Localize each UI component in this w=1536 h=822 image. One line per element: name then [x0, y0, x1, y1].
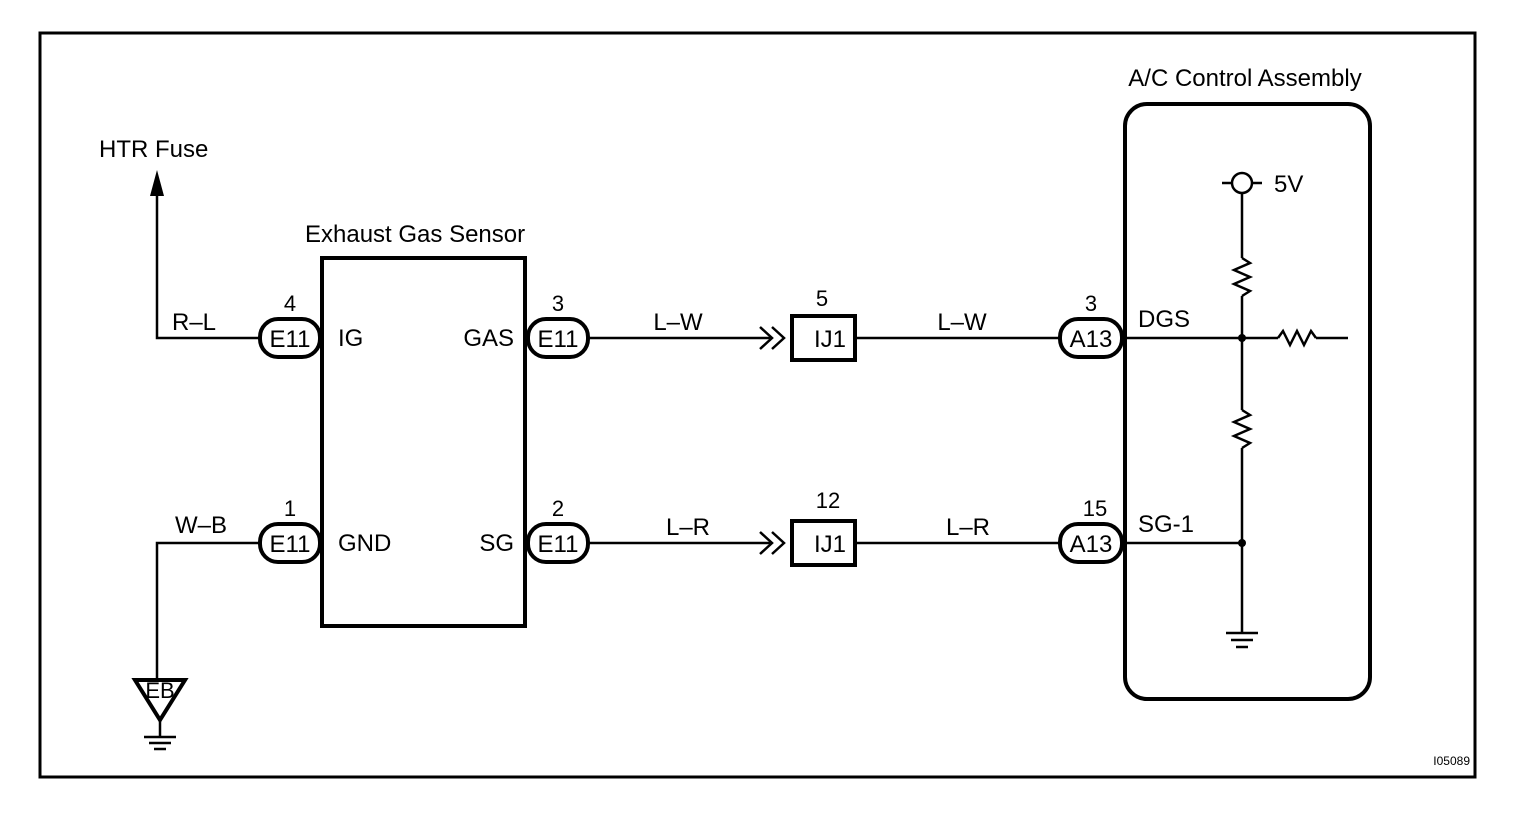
connector-a13-dgs-label: A13: [1070, 326, 1113, 353]
wire-color-lw-left: L–W: [653, 309, 703, 336]
ground-icon-right: [1226, 631, 1258, 649]
htr-fuse-label: HTR Fuse: [99, 136, 208, 163]
pin-number-ij1-bottom: 12: [816, 488, 840, 513]
pullup-resistor: [1230, 256, 1254, 298]
pin-dgs-label: DGS: [1138, 306, 1190, 333]
pin-number-sg1: 15: [1083, 496, 1107, 521]
splice-marker-bottom-a: [759, 531, 774, 555]
diagram-frame: [38, 31, 1477, 779]
connector-e11-sg: [526, 522, 590, 564]
pin-number-dgs: 3: [1085, 291, 1097, 316]
pin-ig-label: IG: [338, 325, 363, 352]
wire-color-lr-left: L–R: [666, 514, 710, 541]
connector-e11-gas: [526, 317, 590, 359]
pin-number-gnd: 1: [284, 496, 296, 521]
pin-number-ij1-top: 5: [816, 286, 828, 311]
ac-control-assembly-title: A/C Control Assembly: [1128, 65, 1361, 92]
figure-code: I05089: [1433, 754, 1470, 768]
pin-sg-label: SG: [479, 530, 514, 557]
htr-fuse-arrow: [150, 170, 164, 196]
pin-sg1-label: SG-1: [1138, 511, 1194, 538]
wire-wb: [155, 541, 262, 680]
junction-ij1-bottom-label: IJ1: [814, 531, 846, 558]
pin-number-gas: 3: [552, 291, 564, 316]
pin-gnd-label: GND: [338, 530, 391, 557]
connector-e11-sg-label: E11: [538, 531, 579, 558]
pin-number-sg: 2: [552, 496, 564, 521]
ground-point-eb: [131, 678, 189, 724]
exhaust-gas-sensor-box: [320, 256, 527, 628]
ground-icon-left: [144, 735, 176, 751]
connector-a13-sg1-label: A13: [1070, 531, 1113, 558]
wire-color-rl: R–L: [172, 309, 216, 336]
ac-control-assembly-box: [1123, 102, 1372, 701]
connector-e11-gnd: [258, 522, 322, 564]
connector-e11-gnd-label: E11: [270, 531, 311, 558]
ground-label: EB: [145, 678, 174, 703]
wire-rl: [155, 196, 262, 340]
connector-e11-ig: [258, 317, 322, 359]
connector-e11-gas-label: E11: [538, 326, 579, 353]
sense-resistor: [1276, 328, 1318, 348]
pulldown-resistor: [1230, 408, 1254, 450]
supply-5v-icon: [1222, 171, 1262, 195]
splice-marker-top-a: [759, 326, 774, 350]
exhaust-gas-sensor-title: Exhaust Gas Sensor: [305, 221, 525, 248]
supply-5v-label: 5V: [1274, 171, 1303, 198]
splice-marker-top-b: [771, 326, 786, 350]
splice-marker-bottom-b: [771, 531, 786, 555]
wire-color-lw-right: L–W: [937, 309, 987, 336]
wire-color-wb: W–B: [175, 512, 227, 539]
junction-ij1-top-label: IJ1: [814, 326, 846, 353]
pin-gas-label: GAS: [463, 325, 514, 352]
wire-color-lr-right: L–R: [946, 514, 990, 541]
connector-e11-ig-label: E11: [270, 326, 311, 353]
junction-dot-sg1: [1238, 539, 1246, 547]
pin-number-ig: 4: [284, 291, 296, 316]
